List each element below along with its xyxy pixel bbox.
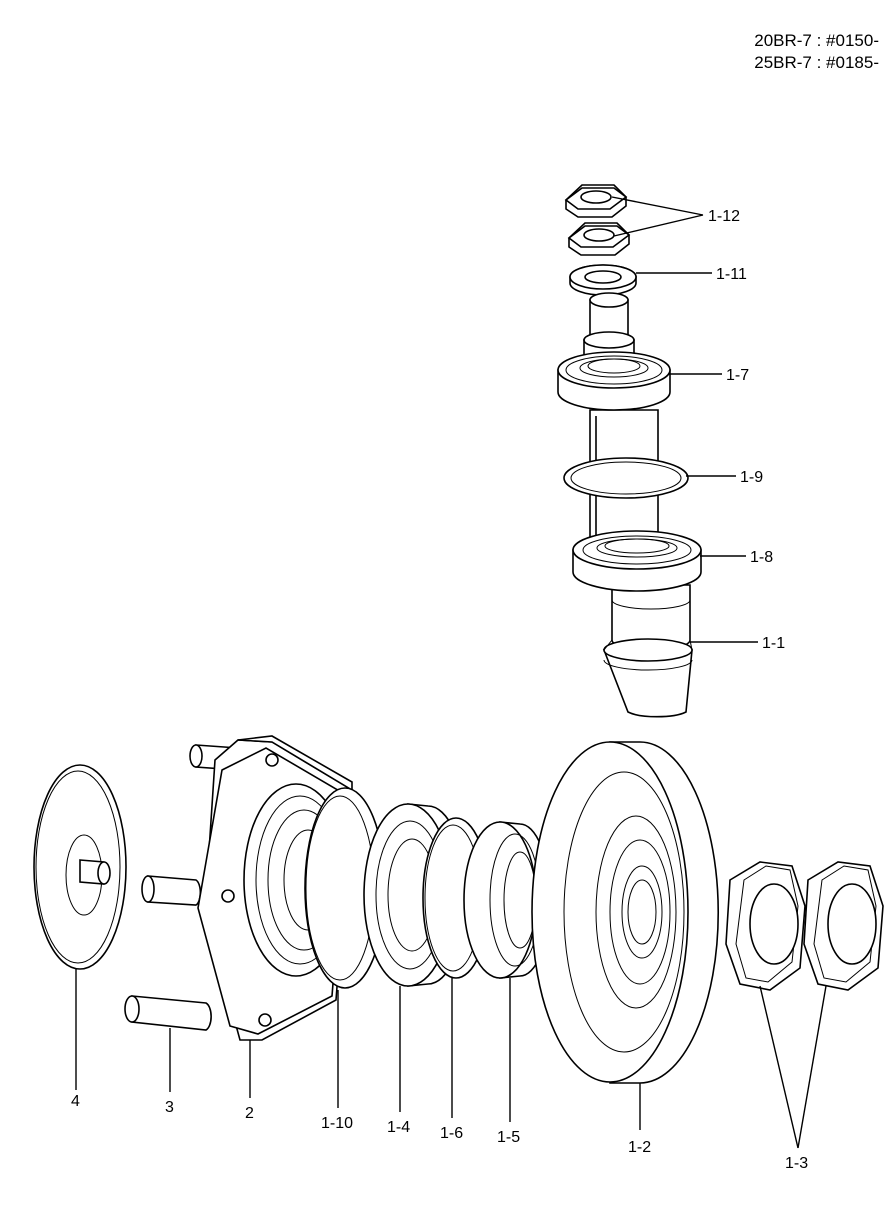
callout-1-10: 1-10 (321, 1115, 353, 1132)
callout-4: 4 (71, 1093, 80, 1110)
part-1-12-hex-nuts (564, 184, 631, 256)
callout-2: 2 (245, 1105, 254, 1122)
part-1-11-washer (569, 264, 637, 296)
model-serial-header: 20BR-7 : #0150- 25BR-7 : #0185- (754, 30, 879, 74)
callout-1-6: 1-6 (440, 1125, 463, 1142)
hex-nut-lower (567, 222, 631, 256)
model-serial-line-2: 25BR-7 : #0185- (754, 53, 879, 72)
part-3-pin (124, 995, 212, 1031)
callout-1-12: 1-12 (708, 208, 740, 225)
callout-1-4: 1-4 (387, 1119, 410, 1136)
callout-1-11: 1-11 (716, 266, 747, 283)
large-hex-nut-left (725, 861, 806, 991)
callout-1-2: 1-2 (628, 1139, 651, 1156)
callout-3: 3 (165, 1099, 174, 1116)
callout-1-7: 1-7 (726, 367, 749, 384)
part-1-3-hex-nuts (725, 861, 884, 991)
part-4-cover (33, 764, 127, 970)
part-1-8-bearing (572, 530, 702, 592)
part-1-9-snap-ring (563, 457, 689, 499)
part-1-7-bearing (557, 351, 671, 411)
callout-1-9: 1-9 (740, 469, 763, 486)
part-1-2-wheel (531, 741, 720, 1084)
callout-1-5: 1-5 (497, 1129, 520, 1146)
callout-1-8: 1-8 (750, 549, 773, 566)
model-serial-line-1: 20BR-7 : #0150- (754, 31, 879, 50)
callout-1-1: 1-1 (762, 635, 785, 652)
large-hex-nut-right (803, 861, 884, 991)
part-1-1-shaft (583, 292, 693, 718)
callout-1-3: 1-3 (785, 1155, 808, 1172)
leader-lines (75, 196, 827, 1149)
hex-nut-upper (564, 184, 628, 218)
